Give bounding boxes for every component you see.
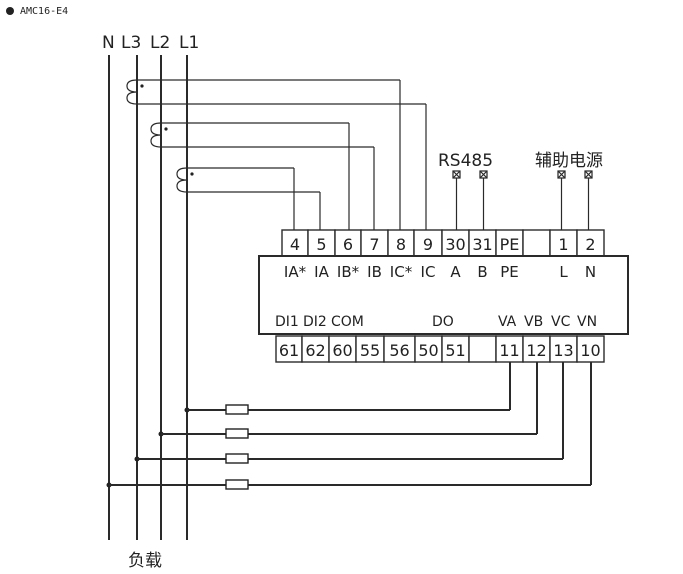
top-signal-label: IA: [314, 263, 329, 281]
top-signal-label: B: [477, 263, 487, 281]
meter-body: [258, 255, 629, 335]
top-terminal-number: 8: [396, 235, 406, 254]
bottom-terminal-cell: [576, 335, 605, 363]
top-signal-label: IA*: [284, 263, 307, 281]
voltage-wiring: [106, 362, 592, 490]
signal-label-va: VA: [498, 314, 517, 330]
line-label-l1: L1: [179, 33, 199, 53]
top-terminal-number: 1: [558, 235, 568, 254]
bottom-terminal-cell: [328, 335, 357, 363]
bottom-terminal-number: 11: [499, 341, 519, 360]
fuse-l2: [225, 428, 249, 439]
top-signal-label: IB*: [337, 263, 360, 281]
top-terminal-number: 6: [343, 235, 353, 254]
bottom-terminal-cell: [414, 335, 443, 363]
caption: AMC16-E4: [20, 6, 68, 17]
signal-label-di1: DI1: [275, 314, 299, 330]
bottom-terminal-number: 55: [360, 341, 380, 360]
top-signal-label: L: [559, 263, 568, 281]
fuse-n: [225, 479, 249, 490]
signal-label-di2: DI2: [303, 314, 327, 330]
top-terminal-cell: [522, 229, 551, 257]
current-transformer-ct2: [150, 122, 375, 230]
top-terminal-cell: [468, 229, 497, 257]
fuse-l1: [225, 404, 249, 415]
line-label-n: N: [102, 33, 115, 53]
current-transformer-ct3: [176, 167, 321, 230]
bottom-terminal-number: 62: [305, 341, 325, 360]
top-terminal-number: 5: [316, 235, 326, 254]
bottom-terminal-cell: [522, 335, 551, 363]
top-terminal-number: 31: [472, 235, 492, 254]
top-signal-label: PE: [500, 263, 519, 281]
bottom-terminal-number: 50: [418, 341, 438, 360]
rs485-label: RS485: [438, 151, 493, 171]
signal-label-vb: VB: [524, 314, 543, 330]
rs485-connectors: [452, 170, 488, 230]
top-terminal-number: 4: [290, 235, 300, 254]
phase-lines: [108, 55, 188, 540]
bottom-terminal-number: 10: [580, 341, 600, 360]
bottom-terminal-number: 60: [332, 341, 352, 360]
bottom-terminal-block: 61 62 60 55 56 50 51 11 12 13 10: [275, 335, 605, 363]
bottom-terminal-cell: [301, 335, 330, 363]
bottom-terminal-number: 12: [526, 341, 546, 360]
top-signal-label: IB: [367, 263, 382, 281]
top-terminal-number: 9: [423, 235, 433, 254]
bottom-terminal-number: 13: [553, 341, 573, 360]
aux-power-connectors: [557, 170, 593, 230]
top-terminal-cell: [495, 229, 524, 257]
line-label-l2: L2: [150, 33, 170, 53]
bottom-terminal-cell: [549, 335, 578, 363]
current-transformer-ct1: [126, 79, 427, 230]
top-terminal-cell: [576, 229, 605, 257]
bottom-terminal-cell: [275, 335, 303, 363]
aux-power-label: 辅助电源: [535, 151, 603, 171]
bottom-terminal-number: 51: [445, 341, 465, 360]
top-terminal-number: PE: [500, 235, 520, 254]
fuse-l3: [225, 453, 249, 464]
bottom-terminal-cell: [468, 335, 497, 363]
top-terminal-number: 30: [445, 235, 465, 254]
bottom-signal-labels: DI1 DI2 COM DO VA VB VC VN: [275, 314, 597, 330]
signal-label-do: DO: [432, 314, 454, 330]
line-label-l3: L3: [121, 33, 141, 53]
bottom-terminal-cell: [495, 335, 524, 363]
load-label: 负载: [128, 551, 162, 571]
top-terminal-number: 7: [369, 235, 379, 254]
top-signal-label: N: [585, 263, 596, 281]
bottom-terminal-number: 56: [389, 341, 409, 360]
signal-label-com: COM: [331, 314, 364, 330]
bottom-terminal-number: 61: [279, 341, 299, 360]
caption-bullet: [6, 7, 14, 15]
signal-label-vn: VN: [577, 314, 597, 330]
top-signal-label: IC*: [390, 263, 413, 281]
top-signal-label: IC: [421, 263, 436, 281]
signal-label-vc: VC: [551, 314, 571, 330]
top-terminal-cell: [307, 229, 336, 257]
top-terminal-number: 2: [585, 235, 595, 254]
top-signal-label: A: [450, 263, 461, 281]
